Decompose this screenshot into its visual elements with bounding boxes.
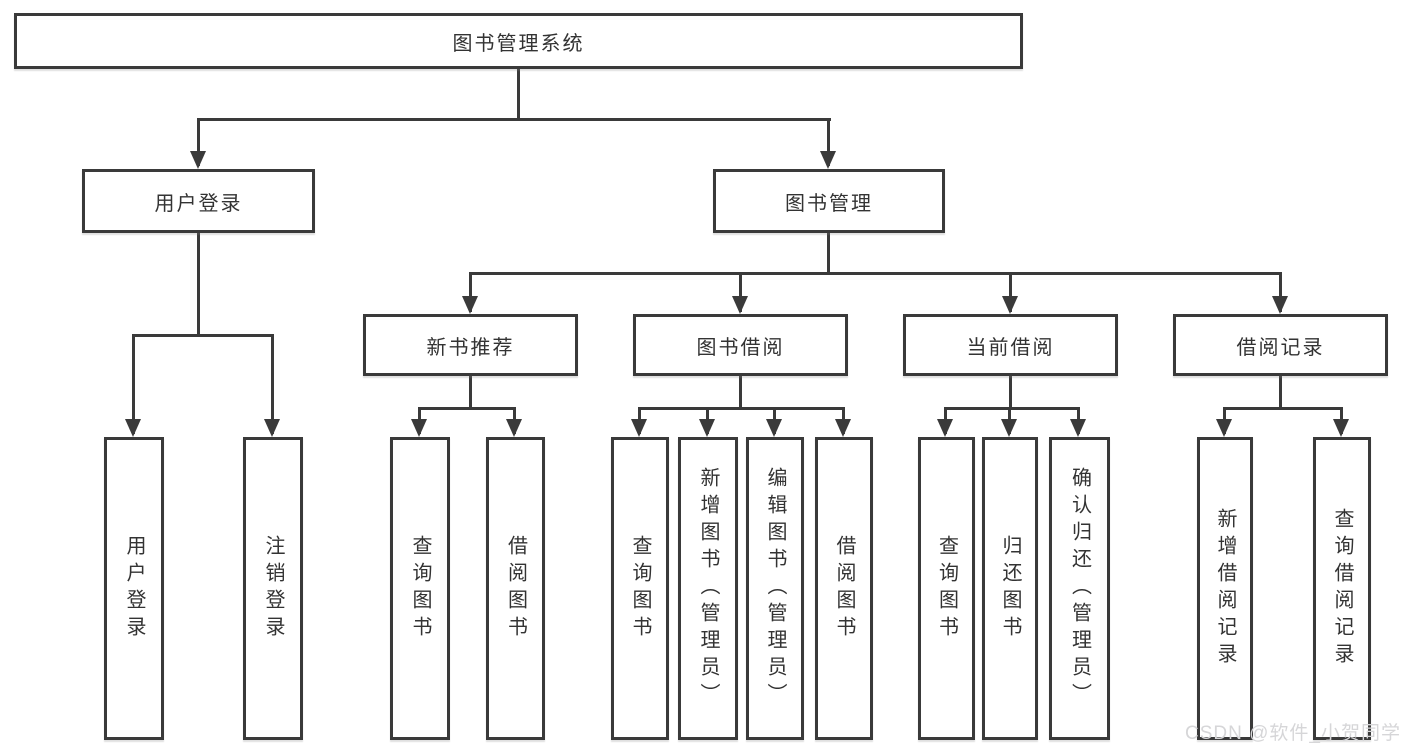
arrow-down-icon: [1002, 296, 1018, 314]
node-borrow-records: 借阅记录: [1173, 314, 1388, 376]
leaf-label: 注销登录: [262, 534, 284, 643]
leaf-label: 用户登录: [123, 534, 145, 643]
leaf-current-query-books: 查询图书: [918, 437, 975, 740]
node-book-management: 图书管理: [713, 169, 945, 233]
arrow-down-icon: [732, 296, 748, 314]
arrow-down-icon: [1216, 419, 1232, 437]
arrow-down-icon: [631, 419, 647, 437]
leaf-label: 查询借阅记录: [1331, 507, 1353, 670]
node-book-borrowing: 图书借阅: [633, 314, 848, 376]
connector-drop-new-book: [469, 272, 472, 312]
connector-root-trunk: [517, 69, 520, 120]
connector-drop-book-borrow: [739, 272, 742, 312]
node-label: 图书借阅: [696, 336, 785, 359]
connector-current-borrow-horizontal: [944, 407, 1080, 410]
arrow-down-icon: [1272, 296, 1288, 314]
leaf-logout: 注销登录: [243, 437, 303, 740]
leaf-label: 借阅图书: [833, 534, 855, 643]
arrow-down-icon: [937, 419, 953, 437]
leaf-label: 查询图书: [935, 534, 958, 643]
connector-drop-current-borrow: [1009, 272, 1012, 312]
connector-book-borrow-trunk: [739, 376, 742, 409]
node-root-system: 图书管理系统: [14, 13, 1023, 69]
leaf-borrow-query-books: 查询图书: [611, 437, 669, 740]
connector-level2-horizontal: [197, 118, 831, 121]
node-label: 当前借阅: [966, 336, 1055, 359]
connector-drop-leaf-logout: [271, 334, 274, 434]
connector-drop-leaf-user-login: [132, 334, 135, 434]
csdn-watermark: CSDN @软件_小贺同学: [1185, 723, 1401, 744]
connector-new-book-trunk: [469, 376, 472, 409]
connector-user-login-trunk: [197, 233, 200, 336]
arrow-down-icon: [462, 296, 478, 314]
connector-new-book-horizontal: [418, 407, 516, 410]
arrow-down-icon: [1001, 419, 1017, 437]
node-label: 借阅记录: [1236, 336, 1325, 359]
leaf-label: 归还图书: [999, 534, 1021, 643]
arrow-down-icon: [1070, 419, 1086, 437]
leaf-user-login: 用户登录: [104, 437, 164, 740]
leaf-label: 查询图书: [629, 534, 651, 643]
connector-borrow-record-horizontal: [1223, 407, 1343, 410]
arrow-down-icon: [1333, 419, 1349, 437]
connector-current-borrow-trunk: [1009, 376, 1012, 409]
arrow-down-icon: [125, 419, 141, 437]
arrow-down-icon: [411, 419, 427, 437]
node-label: 用户登录: [154, 192, 243, 215]
connector-book-mgmt-trunk: [827, 233, 830, 274]
leaf-confirm-return-admin: 确认归还（管理员）: [1049, 437, 1110, 740]
leaf-return-books: 归还图书: [982, 437, 1038, 740]
node-label: 新书推荐: [426, 336, 515, 359]
leaf-edit-books-admin: 编辑图书（管理员）: [746, 437, 804, 740]
leaf-borrow-books: 借阅图书: [815, 437, 873, 740]
arrow-down-icon: [264, 419, 280, 437]
leaf-label: 借阅图书: [504, 534, 527, 643]
connector-level3-horizontal: [469, 272, 1281, 275]
leaf-add-books-admin: 新增图书（管理员）: [678, 437, 738, 740]
connector-borrow-record-trunk: [1279, 376, 1282, 409]
arrow-down-icon: [699, 419, 715, 437]
node-label: 图书管理: [785, 192, 873, 215]
connector-drop-borrow-record: [1279, 272, 1282, 312]
arrow-down-icon: [506, 419, 522, 437]
leaf-newbook-query-books: 查询图书: [390, 437, 450, 740]
connector-book-borrow-horizontal: [638, 407, 845, 410]
arrow-down-icon: [820, 151, 836, 169]
leaf-label: 新增图书（管理员）: [697, 467, 719, 710]
node-current-borrowing: 当前借阅: [903, 314, 1118, 376]
node-new-book-recommend: 新书推荐: [363, 314, 578, 376]
leaf-newbook-borrow-books: 借阅图书: [486, 437, 545, 740]
connector-user-login-horizontal: [132, 334, 274, 337]
arrow-down-icon: [766, 419, 782, 437]
leaf-label: 查询图书: [409, 534, 431, 643]
arrow-down-icon: [835, 419, 851, 437]
leaf-label: 确认归还（管理员）: [1068, 467, 1091, 710]
connector-drop-book-mgmt: [827, 118, 830, 166]
leaf-query-borrow-record: 查询借阅记录: [1313, 437, 1371, 740]
leaf-add-borrow-record: 新增借阅记录: [1197, 437, 1253, 740]
node-label: 图书管理系统: [452, 32, 585, 55]
leaf-label: 编辑图书（管理员）: [764, 467, 786, 710]
arrow-down-icon: [190, 151, 206, 169]
connector-drop-user-login: [197, 118, 200, 166]
leaf-label: 新增借阅记录: [1214, 507, 1236, 670]
node-user-login: 用户登录: [82, 169, 315, 233]
